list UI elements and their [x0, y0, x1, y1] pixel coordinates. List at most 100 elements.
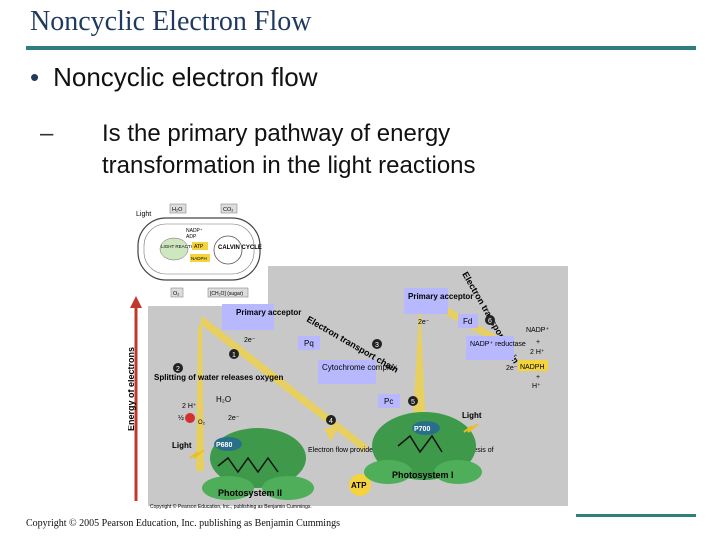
- ps1-light-label: Light: [462, 411, 482, 420]
- inset-adp-label: ADP: [186, 234, 197, 240]
- bullet-item: • Noncyclic electron flow: [30, 62, 318, 93]
- inset-co2-label: CO₂: [223, 207, 233, 213]
- slide-title: Noncyclic Electron Flow: [30, 6, 312, 37]
- step-3-number: 3: [375, 342, 379, 349]
- nadp-plus-label: NADP⁺: [526, 327, 549, 334]
- ps2-primary-acceptor-box: [222, 304, 274, 330]
- p700-badge: [412, 421, 440, 435]
- step-4-marker: [326, 415, 336, 425]
- energy-axis-label: Energy of electrons: [128, 347, 136, 431]
- ps2-excitation-zigzag-icon: [217, 456, 279, 474]
- ps1-primary-acceptor-box: [404, 288, 448, 314]
- nadp-reductase-box: [466, 336, 514, 360]
- copyright-footer: Copyright © 2005 Pearson Education, Inc.…: [26, 518, 340, 529]
- inset-light-reactions-shape: [159, 237, 189, 261]
- photosystem-2-cluster: [202, 428, 314, 500]
- footer-divider: [576, 514, 696, 517]
- inset-calvin-cycle-label: CALVIN CYCLE: [218, 245, 262, 251]
- ps2-antenna-lower-left: [202, 476, 254, 500]
- inset-o2-label: O₂: [173, 291, 179, 297]
- fd-box: [458, 314, 478, 328]
- inset-nadp-label: NADP⁺: [186, 228, 203, 234]
- ps2-primary-acceptor-label: Primary acceptor: [236, 308, 301, 317]
- step-1-number: 1: [232, 352, 236, 359]
- pq-label: Pq: [304, 339, 314, 348]
- nadph-box: [518, 360, 548, 371]
- energy-axis-arrowhead: [130, 296, 142, 308]
- sub-bullet-text: Is the primary pathway of energy transfo…: [102, 120, 476, 179]
- step-4-number: 4: [329, 418, 333, 425]
- ps2-light-label: Light: [172, 441, 192, 450]
- ps2-hplus-label: 2 H⁺: [182, 403, 197, 410]
- ps2-electrons-label: 2e⁻: [244, 337, 256, 344]
- ps1-electrons-label: 2e⁻: [418, 319, 430, 326]
- ps2-excitation-arrow: [196, 326, 204, 471]
- fd-label: Fd: [463, 317, 472, 326]
- step-5-number: 5: [411, 399, 415, 406]
- noncyclic-flow-diagram: Light H₂O CO₂ NADP⁺ ADP LIGHT REACTIONS …: [128, 196, 568, 510]
- chloroplast-outline: [137, 217, 261, 281]
- sub-bullet-dash: –: [40, 120, 54, 147]
- chloroplast-inner-membrane: [143, 223, 255, 275]
- inset-atp-box: [192, 242, 208, 250]
- ps1-antenna-lower-left: [364, 460, 412, 484]
- ps2-antenna-lower-right: [262, 476, 314, 500]
- step-1-marker: [229, 349, 239, 359]
- inset-credit: Copyright © Pearson Education, Inc., pub…: [150, 503, 312, 510]
- atp-flow-arrow: [324, 428, 338, 442]
- ps2-light-zigzag-icon: [189, 449, 205, 459]
- nadph-hplus-out-label: H⁺: [532, 383, 541, 390]
- etc1-arrow: [200, 316, 368, 452]
- photosystem-2-label: Photosystem II: [218, 488, 282, 498]
- step-5-marker: [408, 396, 418, 406]
- ps1-primary-acceptor-label: Primary acceptor: [408, 292, 473, 301]
- etc2-electrons-label: 2e⁻: [506, 365, 518, 372]
- inset-sugar-label: [CH₂O] (sugar): [210, 291, 243, 297]
- nadph-plus-sign: +: [536, 374, 540, 381]
- p680-badge: [214, 437, 242, 451]
- inset-o2-box: [170, 287, 184, 298]
- inset-co2-box: [220, 203, 238, 214]
- inset-sugar-box: [207, 287, 249, 298]
- step-2-number: 2: [176, 366, 180, 373]
- pc-label: Pc: [384, 397, 393, 406]
- water-splitting-label: Splitting of water releases oxygen: [154, 373, 283, 382]
- inset-nadph-box: [190, 254, 210, 262]
- p680-label: P680: [216, 442, 232, 449]
- inset-h2o-box: [169, 203, 187, 214]
- nadph-label: NADPH: [520, 364, 545, 371]
- pq-box: [298, 336, 320, 350]
- inset-light-label: Light: [136, 211, 151, 218]
- nadp-hplus-label: 2 H⁺: [530, 349, 545, 356]
- inset-atp-label: ATP: [194, 244, 204, 250]
- atp-burst-icon: [349, 474, 371, 496]
- etc1-atp-label: ATP: [351, 481, 367, 490]
- oxygen-icon: [185, 413, 195, 423]
- chloroplast-inset: Light H₂O CO₂ NADP⁺ ADP LIGHT REACTIONS …: [128, 196, 268, 306]
- p700-label: P700: [414, 426, 430, 433]
- ps1-light-zigzag-icon: [463, 423, 479, 433]
- inset-light-reactions-label: LIGHT REACTIONS: [161, 244, 202, 249]
- nadp-plus-sign: +: [536, 339, 540, 346]
- bullet-dot: •: [30, 62, 40, 92]
- step-6-number: 6: [488, 318, 492, 325]
- cytochrome-complex-box: [318, 360, 376, 384]
- step-6-marker: [485, 315, 495, 325]
- nadp-reductase-label: NADP⁺ reductase: [470, 341, 526, 348]
- step-2-marker: [173, 363, 183, 373]
- bullet-text: Noncyclic electron flow: [53, 62, 318, 92]
- inset-background: [128, 196, 268, 306]
- ps2-o2-label: O₂: [198, 420, 206, 426]
- photosystem-1-label: Photosystem I: [392, 470, 454, 480]
- step-3-marker: [372, 339, 382, 349]
- pc-box: [378, 394, 400, 408]
- ps1-antenna-lower-right: [434, 460, 482, 484]
- ps2-water-electrons-label: 2e⁻: [228, 415, 240, 422]
- inset-h2o-label: H₂O: [172, 207, 183, 213]
- inset-calvin-cycle-shape: [213, 235, 243, 265]
- ps2-half-label: ½: [178, 414, 184, 422]
- cytochrome-complex-label: Cytochrome complex: [322, 363, 397, 372]
- ps2-h2o-label: H₂O: [216, 395, 231, 404]
- inset-nadph-label: NADPH: [191, 256, 207, 261]
- title-divider: [26, 46, 696, 50]
